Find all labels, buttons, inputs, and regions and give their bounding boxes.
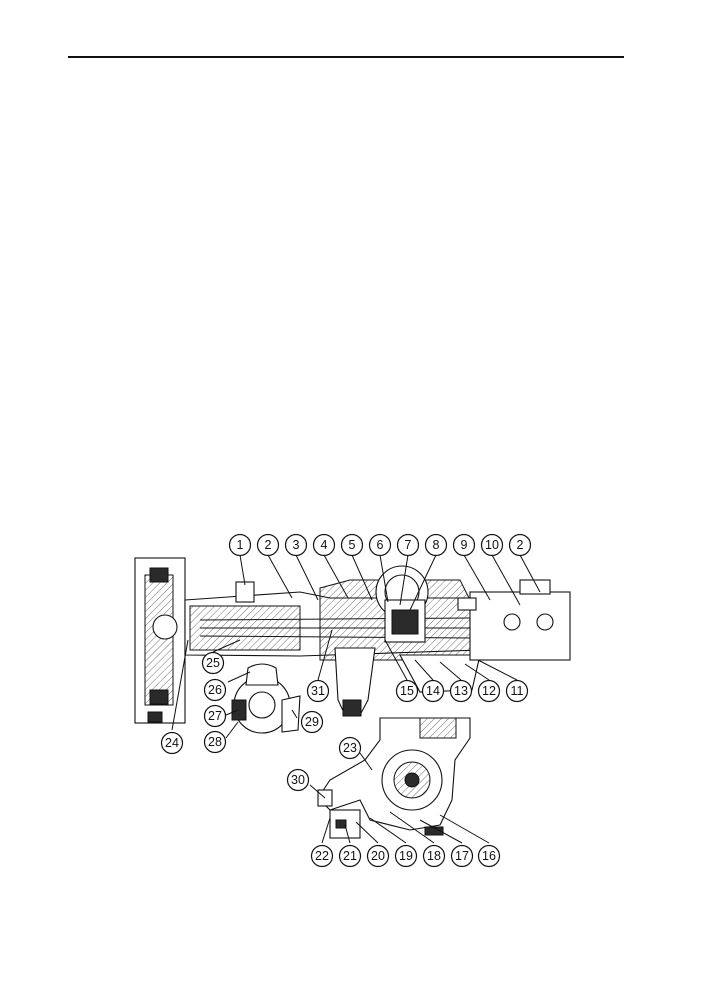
callouts-top-row: 1 2 3 4 5 6 7 8 9 10 2 (228, 533, 532, 557)
callout-label: 26 (208, 683, 222, 697)
callout-15: 15 (395, 679, 419, 703)
axle-housing-drawing (134, 557, 571, 724)
callout-28: 28 (203, 730, 227, 754)
actuator-subassembly (231, 663, 301, 734)
callout-label: 18 (427, 849, 441, 863)
callout-label: 9 (461, 538, 468, 552)
callout-label: 12 (482, 684, 496, 698)
callout-31: 31 (306, 679, 330, 703)
leader-lines (171, 554, 541, 844)
callout-17: 17 (450, 844, 474, 868)
callouts-detail-group: 23 30 22 21 20 19 18 17 16 (286, 736, 501, 868)
callout-label: 23 (343, 741, 357, 755)
callout-label: 1 (237, 538, 244, 552)
callout-22: 22 (310, 844, 334, 868)
callout-label: 31 (311, 684, 325, 698)
callout-label: 27 (208, 709, 222, 723)
callout-11: 11 (505, 679, 529, 703)
callout-24: 24 (160, 731, 184, 755)
header-rule (68, 56, 624, 58)
callout-label: 21 (343, 849, 357, 863)
callout-label: 2 (265, 538, 272, 552)
callout-1: 1 (228, 533, 252, 557)
callout-label: 28 (208, 735, 222, 749)
callout-26: 26 (203, 678, 227, 702)
callout-label: 14 (426, 684, 440, 698)
callouts-left-group: 26 27 28 29 24 (160, 678, 324, 755)
callout-label: 17 (455, 849, 469, 863)
callout-13: 13 (449, 679, 473, 703)
callouts-mid-row: 25 31 15 14 13 12 11 (201, 651, 529, 703)
callout-label: 11 (511, 684, 524, 698)
callout-label: 19 (399, 849, 413, 863)
callout-label: 15 (400, 684, 414, 698)
callout-label: 3 (293, 538, 300, 552)
callout-label: 5 (349, 538, 356, 552)
callout-10: 10 (480, 533, 504, 557)
callout-3: 3 (284, 533, 308, 557)
callout-20: 20 (366, 844, 390, 868)
callout-label: 2 (517, 538, 524, 552)
callout-12: 12 (477, 679, 501, 703)
callout-19: 19 (394, 844, 418, 868)
callout-label: 13 (454, 684, 468, 698)
callout-16: 16 (477, 844, 501, 868)
callout-label: 22 (315, 849, 329, 863)
callout-label: 10 (485, 538, 499, 552)
callout-label: 25 (206, 656, 220, 670)
callout-label: 29 (305, 715, 319, 729)
callout-23: 23 (338, 736, 362, 760)
callout-label: 20 (371, 849, 385, 863)
callout-8: 8 (424, 533, 448, 557)
callout-label: 16 (482, 849, 496, 863)
callout-2: 2 (256, 533, 280, 557)
callout-label: 7 (405, 538, 412, 552)
callout-29: 29 (300, 710, 324, 734)
callout-9: 9 (452, 533, 476, 557)
callout-label: 4 (321, 538, 328, 552)
callout-18: 18 (422, 844, 446, 868)
callout-5: 5 (340, 533, 364, 557)
callout-label: 24 (165, 736, 179, 750)
callout-6: 6 (368, 533, 392, 557)
callout-label: 6 (377, 538, 384, 552)
callout-7: 7 (396, 533, 420, 557)
callout-25: 25 (201, 651, 225, 675)
differential-detail-drawing (317, 717, 471, 839)
callout-27: 27 (203, 704, 227, 728)
callout-30: 30 (286, 768, 310, 792)
callout-21: 21 (338, 844, 362, 868)
callout-14: 14 (421, 679, 445, 703)
callout-label: 30 (291, 773, 305, 787)
callout-4: 4 (312, 533, 336, 557)
callout-label: 8 (433, 538, 440, 552)
callout-2-right: 2 (508, 533, 532, 557)
